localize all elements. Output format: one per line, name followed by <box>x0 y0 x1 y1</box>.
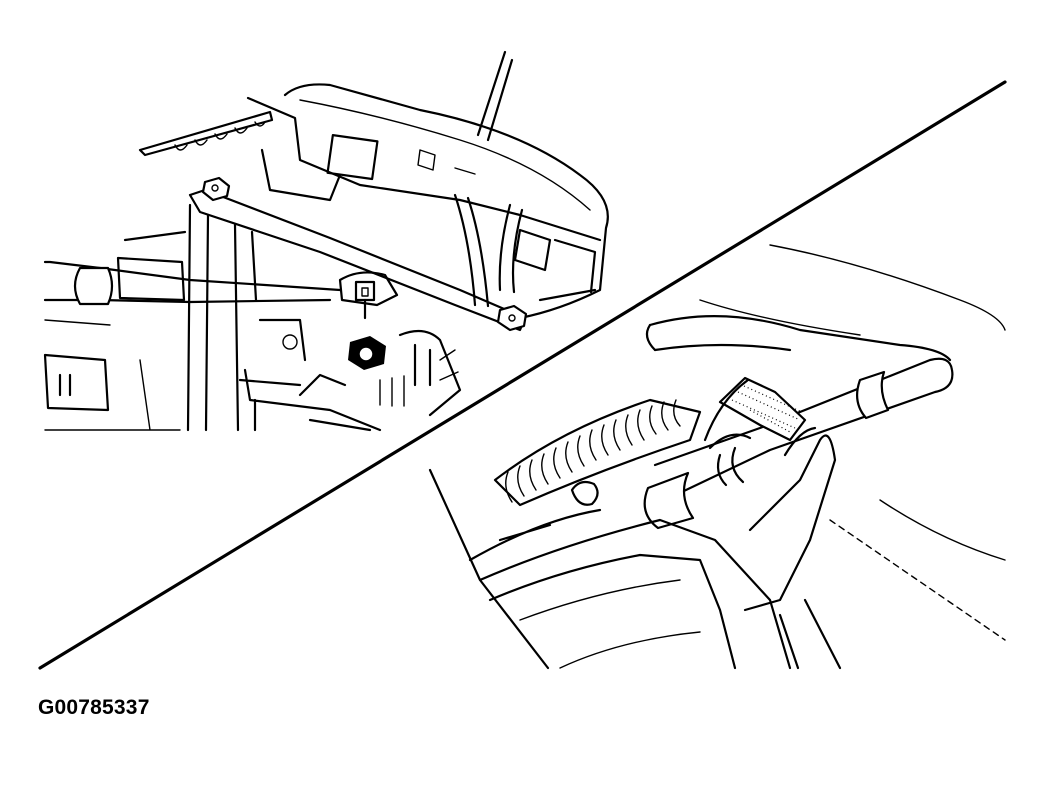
lower-right-view <box>428 244 1006 670</box>
panel-contour-mid <box>699 299 1006 561</box>
housing-window <box>326 134 379 181</box>
bolt-upper-left <box>201 176 231 202</box>
column-shaft <box>476 50 514 142</box>
mounting-bracket <box>743 426 837 612</box>
cable-left <box>453 193 490 308</box>
bolt-right <box>496 304 528 332</box>
housing-tab <box>417 149 476 175</box>
rod-ferrule <box>643 471 695 530</box>
bracket-vertical-right <box>233 223 258 432</box>
bellows-boot <box>493 398 702 507</box>
left-frame <box>44 319 181 431</box>
figure-id-label: G00785337 <box>38 696 150 719</box>
lower-housing <box>428 468 792 670</box>
lower-mechanism <box>238 318 462 432</box>
main-rod <box>653 357 954 502</box>
panel-contour-top <box>769 244 1006 331</box>
small-bolt <box>282 334 298 350</box>
upper-left-view <box>43 50 609 432</box>
side-clip <box>513 228 597 302</box>
column-housing <box>246 96 602 242</box>
rod-collar <box>855 370 890 420</box>
column-shroud <box>283 83 609 320</box>
shaft-block <box>116 230 187 302</box>
lower-ribs <box>379 349 459 407</box>
upper-tube <box>648 315 952 362</box>
comb-bracket <box>138 110 274 157</box>
retaining-nut <box>348 336 386 370</box>
shroud-inner-edge <box>299 99 591 211</box>
left-box <box>43 353 110 412</box>
housing-rail <box>519 579 701 669</box>
comb-teeth <box>174 121 266 151</box>
right-step <box>778 598 842 670</box>
housing-edge <box>468 508 602 562</box>
bracket-vertical-left <box>186 203 210 432</box>
upper-tube-end <box>645 323 657 352</box>
cable-clamp <box>703 376 807 450</box>
panel-dashed <box>829 519 1006 641</box>
bracket-arm <box>188 188 527 332</box>
shaft-coupling <box>73 266 114 306</box>
panel-divider-line <box>38 80 1007 670</box>
boot-bolt <box>570 480 599 506</box>
cable-right <box>498 203 524 294</box>
ferrule-ring <box>716 446 745 487</box>
sensor-bracket <box>338 271 399 320</box>
